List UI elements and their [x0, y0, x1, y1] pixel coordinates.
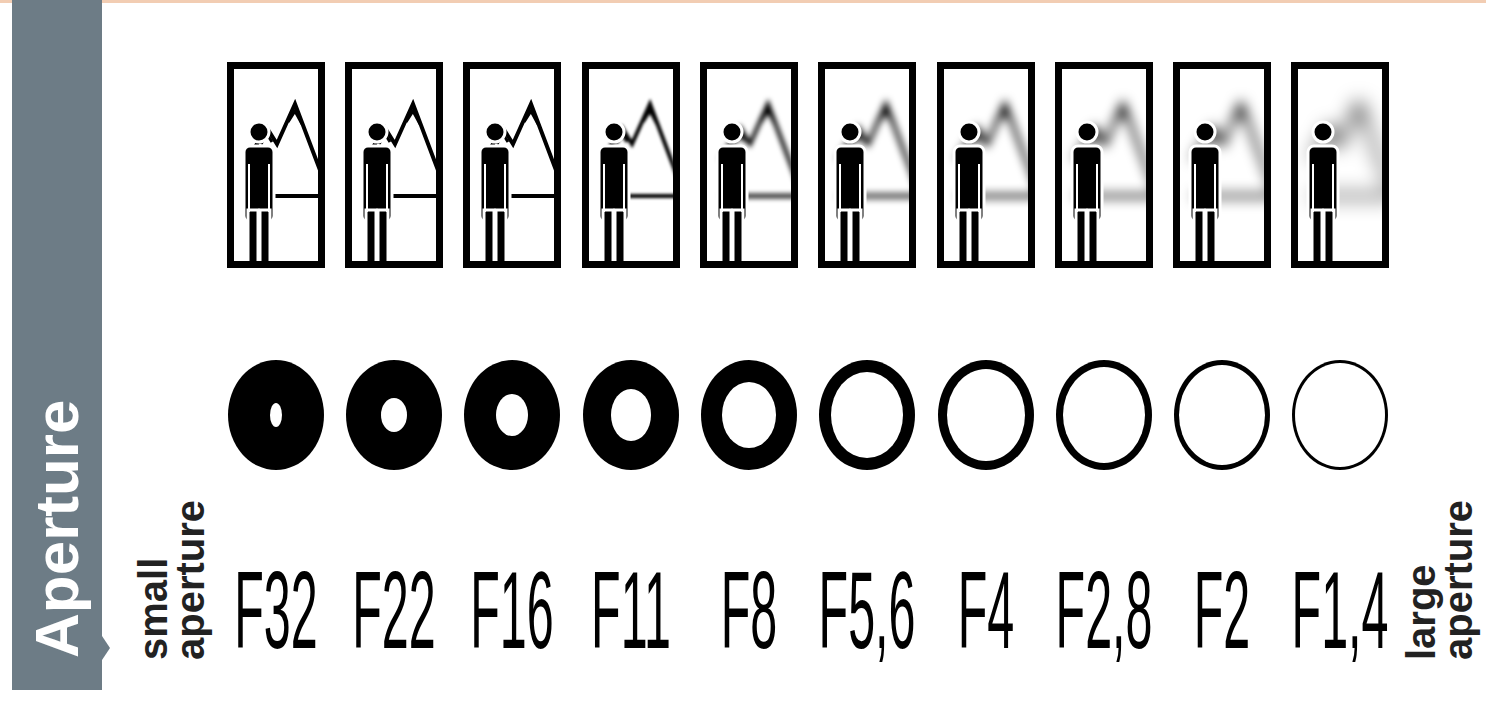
f-number: F11	[591, 555, 671, 665]
f-number: F8	[721, 555, 777, 665]
scene-frame	[1173, 62, 1275, 272]
iris-opening	[611, 389, 651, 441]
aperture-openings	[228, 360, 1388, 470]
f-number: F22	[352, 555, 435, 665]
iris-disc	[938, 360, 1034, 470]
iris-disc	[464, 360, 560, 470]
scene-frame	[582, 62, 684, 272]
iris-opening	[1063, 367, 1145, 463]
iris-opening	[270, 403, 282, 427]
f-number: F2,8	[1056, 555, 1153, 665]
scene-frame	[818, 62, 920, 272]
f-number: F1,4	[1292, 555, 1389, 665]
iris-disc	[1174, 360, 1270, 470]
iris-opening	[381, 398, 407, 432]
f-number: F4	[958, 555, 1014, 665]
side-bar	[12, 0, 102, 690]
scene-frame	[1291, 62, 1393, 272]
section-title: Aperture	[26, 358, 88, 658]
iris-disc	[1292, 360, 1388, 470]
iris-disc	[228, 360, 324, 470]
iris-disc	[583, 360, 679, 470]
scene-frame	[463, 62, 565, 272]
scene-frame	[700, 62, 802, 272]
iris-opening	[947, 369, 1025, 461]
f-number: F16	[470, 555, 553, 665]
top-rule	[0, 0, 1486, 3]
iris-opening	[831, 372, 903, 458]
iris-opening	[1179, 365, 1265, 465]
f-number: F2	[1194, 555, 1250, 665]
axis-end-label: small aperture	[135, 460, 209, 660]
iris-disc	[346, 360, 442, 470]
scene-frame	[937, 62, 1039, 272]
scene-frame	[345, 62, 447, 272]
iris-disc	[701, 360, 797, 470]
axis-end-label: large aperture	[1403, 460, 1477, 660]
iris-opening	[496, 394, 528, 436]
f-number: F32	[234, 555, 317, 665]
iris-disc	[1056, 360, 1152, 470]
iris-disc	[819, 360, 915, 470]
iris-opening	[1295, 363, 1385, 467]
scene-frame	[1055, 62, 1157, 272]
scene-frame	[227, 62, 329, 272]
iris-opening	[722, 382, 776, 448]
f-number: F5,6	[819, 555, 916, 665]
scene-frames	[227, 62, 1393, 272]
side-bar-notch	[102, 636, 110, 660]
